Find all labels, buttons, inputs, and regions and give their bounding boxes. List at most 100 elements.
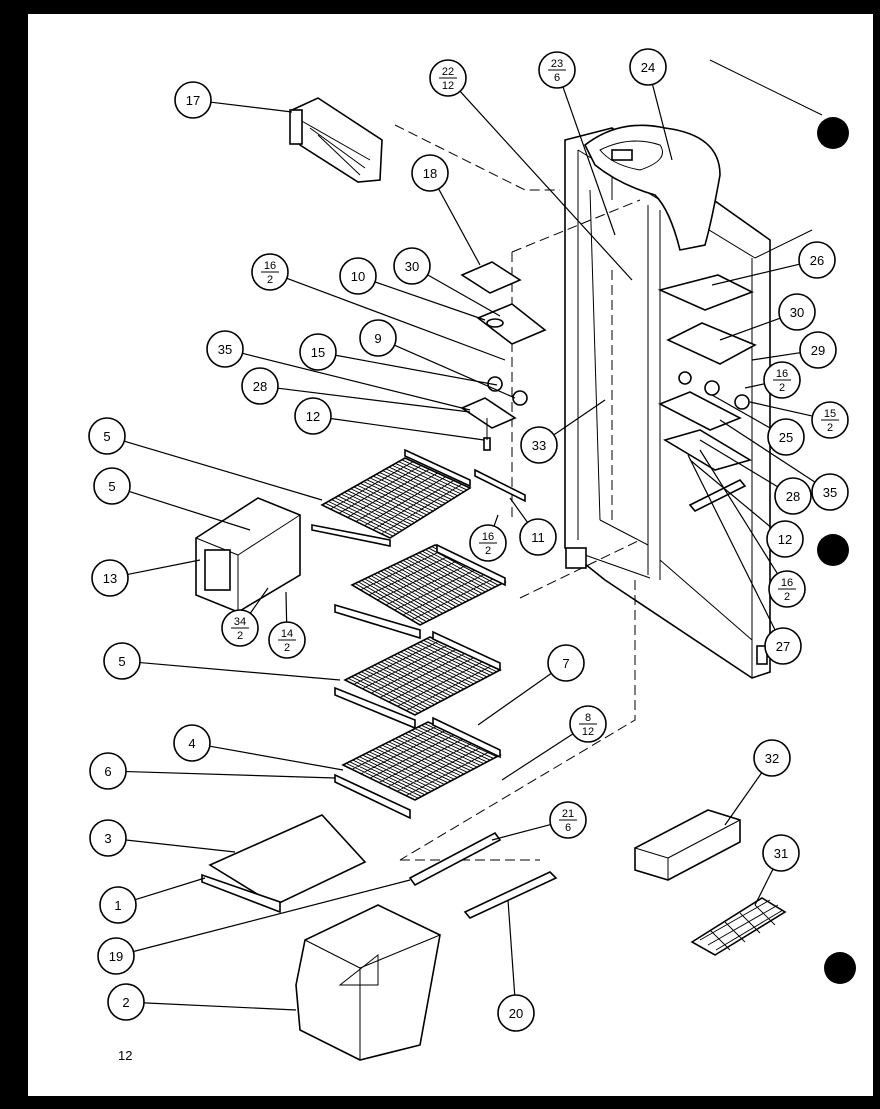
- callout-circle: [173, 724, 211, 762]
- crisper-cover: [201, 814, 367, 914]
- leader-line: [744, 383, 765, 389]
- callout-c3: 3: [89, 819, 127, 857]
- callout-circle: [91, 559, 129, 597]
- leader-line: [689, 459, 772, 528]
- callout-quantity: 2: [827, 422, 833, 434]
- callout-number: 26: [810, 253, 824, 268]
- callout-c12b: 12: [766, 520, 804, 558]
- callout-c25: 25: [767, 418, 805, 456]
- exploded-parts-diagram: 1722122362418261621030302935159162281521…: [88, 48, 856, 1061]
- leader-line: [754, 868, 774, 906]
- callout-quantity: 6: [554, 72, 560, 84]
- leader-line: [651, 84, 673, 161]
- callout-number: 29: [811, 343, 825, 358]
- leader-line: [128, 490, 251, 531]
- callout-number: 13: [103, 571, 117, 586]
- callout-number: 30: [405, 259, 419, 274]
- callout-quantity: 12: [582, 726, 594, 738]
- callout-number: 4: [188, 736, 195, 751]
- callout-number: 14: [281, 628, 293, 640]
- leader-line: [562, 86, 616, 236]
- callout-circle: [497, 994, 535, 1032]
- callout-c28a: 28: [241, 367, 279, 405]
- callout-circle: [93, 467, 131, 505]
- callout-c31: 31: [762, 834, 800, 872]
- callout-c5b: 5: [93, 467, 131, 505]
- callout-number: 15: [824, 408, 836, 420]
- callout-circle: [520, 426, 558, 464]
- leader-line: [394, 344, 516, 399]
- leader-line: [711, 394, 771, 429]
- shelves: [311, 448, 526, 820]
- leader-line: [330, 417, 485, 441]
- callout-circle: [294, 397, 332, 435]
- callout-c13: 13: [91, 559, 129, 597]
- callout-circle: [206, 330, 244, 368]
- leader-line: [124, 440, 323, 501]
- leader-line: [286, 277, 506, 361]
- callout-number: 21: [562, 808, 574, 820]
- callout-c34-2: 342: [221, 609, 259, 647]
- leader-line: [509, 497, 528, 523]
- callout-c14-2: 142: [268, 621, 306, 659]
- leader-line: [143, 1002, 297, 1011]
- callout-number: 30: [790, 305, 804, 320]
- callout-c26: 26: [798, 241, 836, 279]
- callout-number: 22: [442, 66, 454, 78]
- callout-circle: [339, 257, 377, 295]
- callout-number: 7: [562, 656, 569, 671]
- leader-line: [125, 839, 236, 853]
- callout-number: 11: [531, 530, 545, 545]
- callout-number: 34: [234, 616, 246, 628]
- callout-circle: [799, 331, 837, 369]
- leader-line: [249, 587, 269, 614]
- leader-line: [719, 317, 781, 341]
- dashed-reference-lines: [394, 59, 823, 861]
- callout-number: 31: [774, 846, 788, 861]
- callout-quantity: 2: [485, 545, 491, 557]
- callout-circle: [89, 819, 127, 857]
- callout-number: 15: [311, 345, 325, 360]
- callout-number: 10: [351, 269, 365, 284]
- callout-circle: [103, 642, 141, 680]
- leader-line: [125, 770, 336, 779]
- leader-line: [501, 733, 574, 781]
- freezer-control-parts: [460, 261, 547, 451]
- callout-c7: 7: [547, 644, 585, 682]
- callout-number: 12: [778, 532, 792, 547]
- callout-number: 28: [253, 379, 267, 394]
- callout-number: 5: [108, 479, 115, 494]
- callout-number: 32: [765, 751, 779, 766]
- callout-circle: [411, 154, 449, 192]
- callout-c35a: 35: [206, 330, 244, 368]
- leader-line: [493, 514, 499, 527]
- callout-circle: [774, 477, 812, 515]
- callout-circle: [299, 333, 337, 371]
- callout-circle: [519, 518, 557, 556]
- callout-circle: [762, 834, 800, 872]
- leader-line: [459, 90, 633, 281]
- callout-c8-12: 812: [569, 705, 607, 743]
- callout-number: 18: [423, 166, 437, 181]
- leader-line: [285, 591, 288, 623]
- callout-number: 35: [218, 342, 232, 357]
- callout-c30b: 30: [778, 293, 816, 331]
- callout-c29: 29: [799, 331, 837, 369]
- callout-number: 28: [786, 489, 800, 504]
- callout-number: 8: [585, 712, 591, 724]
- callout-number: 5: [103, 429, 110, 444]
- leader-line: [127, 559, 201, 576]
- callout-circle: [811, 473, 849, 511]
- callout-c19: 19: [97, 937, 135, 975]
- callout-c16-2a: 162: [251, 253, 289, 291]
- leader-line: [491, 824, 551, 841]
- callout-c28b: 28: [774, 477, 812, 515]
- callout-c16-2b: 162: [763, 361, 801, 399]
- callout-circle: [393, 247, 431, 285]
- callout-number: 25: [779, 430, 793, 445]
- registration-dot: [824, 952, 856, 984]
- callout-c6: 6: [89, 752, 127, 790]
- callout-number: 12: [306, 409, 320, 424]
- callout-circle: [753, 739, 791, 777]
